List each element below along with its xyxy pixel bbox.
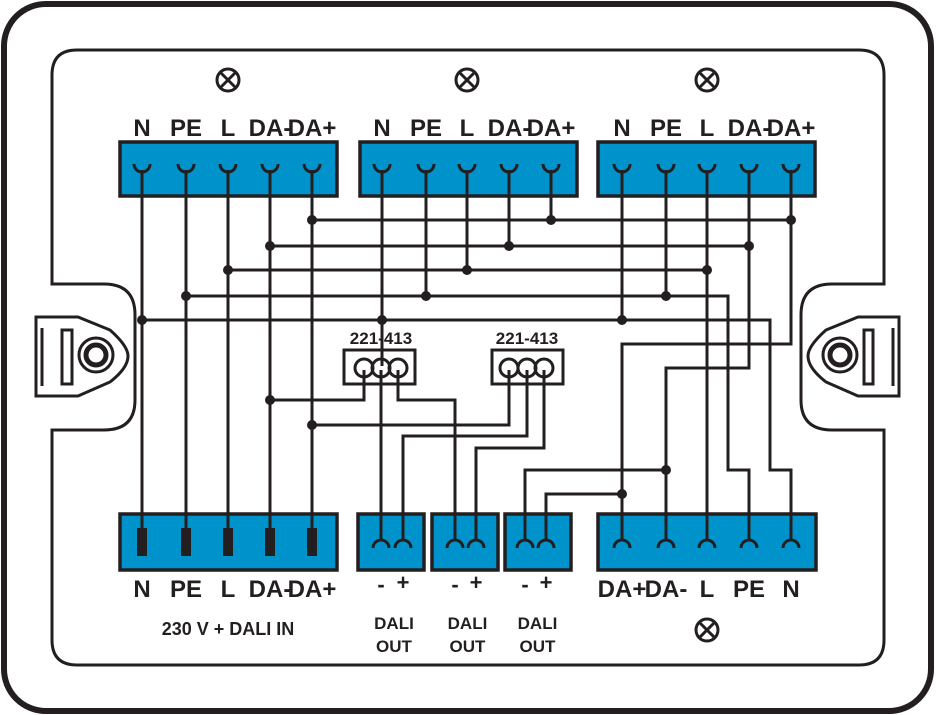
junction-dot bbox=[702, 265, 712, 275]
out-label: OUT bbox=[520, 637, 557, 656]
terminal-socket-icon bbox=[371, 538, 391, 549]
terminal-socket-icon bbox=[515, 538, 535, 549]
input-caption: 230 V + DALI IN bbox=[162, 619, 295, 639]
splice2-wires bbox=[312, 370, 546, 540]
output-terminal-label: DA+ bbox=[598, 576, 647, 603]
dali-minus-label: - bbox=[521, 572, 528, 597]
terminal-label: PE bbox=[410, 115, 442, 142]
dali-label: DALI bbox=[518, 614, 558, 633]
splice-connector-label: 221-413 bbox=[350, 329, 412, 348]
input-terminal-label: DA+ bbox=[288, 576, 337, 603]
terminal-label: L bbox=[221, 115, 236, 142]
terminal-socket-icon bbox=[466, 538, 486, 549]
input-terminal-pin bbox=[137, 528, 147, 556]
input-terminal-pin bbox=[265, 528, 275, 556]
out-label: OUT bbox=[450, 637, 487, 656]
terminal-label: N bbox=[613, 115, 630, 142]
junction-dot bbox=[265, 241, 275, 251]
input-terminal-pin bbox=[307, 528, 317, 556]
bus-pe bbox=[186, 294, 751, 540]
terminal-label: N bbox=[373, 115, 390, 142]
output-terminal-label: PE bbox=[733, 576, 765, 603]
input-terminal-label: L bbox=[221, 576, 236, 603]
inner-panel-outline bbox=[50, 48, 886, 667]
dali-plus-label: + bbox=[470, 570, 483, 595]
input-terminal-pin bbox=[181, 528, 191, 556]
input-terminal-label: N bbox=[133, 576, 150, 603]
junction-dot bbox=[307, 215, 317, 225]
junction-dot bbox=[137, 315, 147, 325]
terminal-label: DA+ bbox=[527, 115, 576, 142]
dali-out-block-2 bbox=[430, 512, 500, 572]
terminal-socket-icon bbox=[445, 538, 465, 549]
output-terminal-label: DA- bbox=[645, 576, 688, 603]
output-terminal-label: N bbox=[782, 576, 799, 603]
terminal-socket-icon bbox=[781, 538, 801, 549]
dali-plus-label: + bbox=[540, 570, 553, 595]
junction-dot bbox=[744, 241, 754, 251]
junction-dot bbox=[462, 265, 472, 275]
terminal-socket-icon bbox=[393, 538, 413, 549]
junction-dot bbox=[661, 465, 671, 475]
block3-verticals bbox=[620, 170, 793, 540]
junction-dot bbox=[223, 265, 233, 275]
terminal-label: L bbox=[460, 115, 475, 142]
terminal-label: DA- bbox=[488, 115, 531, 142]
dali-out-block-3 bbox=[503, 512, 573, 572]
dali-label: DALI bbox=[374, 614, 414, 633]
block2-verticals bbox=[380, 170, 553, 366]
terminal-socket-icon bbox=[656, 538, 676, 549]
splice1-wires bbox=[270, 370, 457, 540]
terminal-label: DA+ bbox=[288, 115, 337, 142]
lamp-icon bbox=[694, 67, 720, 93]
lamp-icon bbox=[454, 67, 480, 93]
junction-dot bbox=[617, 489, 627, 499]
wiring bbox=[140, 170, 793, 540]
junction-dot bbox=[181, 291, 191, 301]
junction-dot bbox=[546, 215, 556, 225]
junction-dot bbox=[617, 315, 627, 325]
mounting-lug-left bbox=[34, 315, 130, 398]
terminal-label: DA+ bbox=[767, 115, 816, 142]
junction-dot bbox=[265, 395, 275, 405]
terminal-label: DA- bbox=[728, 115, 771, 142]
input-terminal-label: PE bbox=[170, 576, 202, 603]
out-label: OUT bbox=[376, 637, 413, 656]
input-verticals bbox=[140, 170, 314, 528]
terminal-socket-icon bbox=[612, 538, 632, 549]
bus-n bbox=[142, 318, 793, 540]
lamp-icon bbox=[694, 617, 720, 643]
terminal-label: L bbox=[700, 115, 715, 142]
terminal-label: PE bbox=[170, 115, 202, 142]
output-da-plus bbox=[620, 220, 793, 540]
junction-dot bbox=[421, 291, 431, 301]
dali-minus-label: - bbox=[377, 572, 384, 597]
dali-minus-label: - bbox=[451, 572, 458, 597]
terminal-socket-icon bbox=[536, 538, 556, 549]
terminal-label: DA- bbox=[249, 115, 292, 142]
output-da-minus bbox=[664, 246, 751, 540]
terminal-label: N bbox=[133, 115, 150, 142]
dali-label: DALI bbox=[448, 614, 488, 633]
splice-connector-label: 221-413 bbox=[496, 329, 558, 348]
dali3-wires bbox=[523, 468, 666, 540]
terminal-socket-icon bbox=[697, 538, 717, 549]
junction-dot bbox=[377, 315, 387, 325]
input-terminal-label: DA- bbox=[249, 576, 292, 603]
junction-dot bbox=[504, 241, 514, 251]
junction-dot bbox=[786, 215, 796, 225]
dali-plus-label: + bbox=[397, 570, 410, 595]
junction-dot bbox=[661, 291, 671, 301]
terminal-socket-icon bbox=[739, 538, 759, 549]
input-terminal-pin bbox=[223, 528, 233, 556]
junction-dot bbox=[307, 420, 317, 430]
mounting-lug-right bbox=[806, 315, 901, 398]
lamp-icon bbox=[215, 67, 241, 93]
output-terminal-label: L bbox=[700, 576, 715, 603]
terminal-label: PE bbox=[650, 115, 682, 142]
dali-out-block-1 bbox=[356, 512, 426, 572]
